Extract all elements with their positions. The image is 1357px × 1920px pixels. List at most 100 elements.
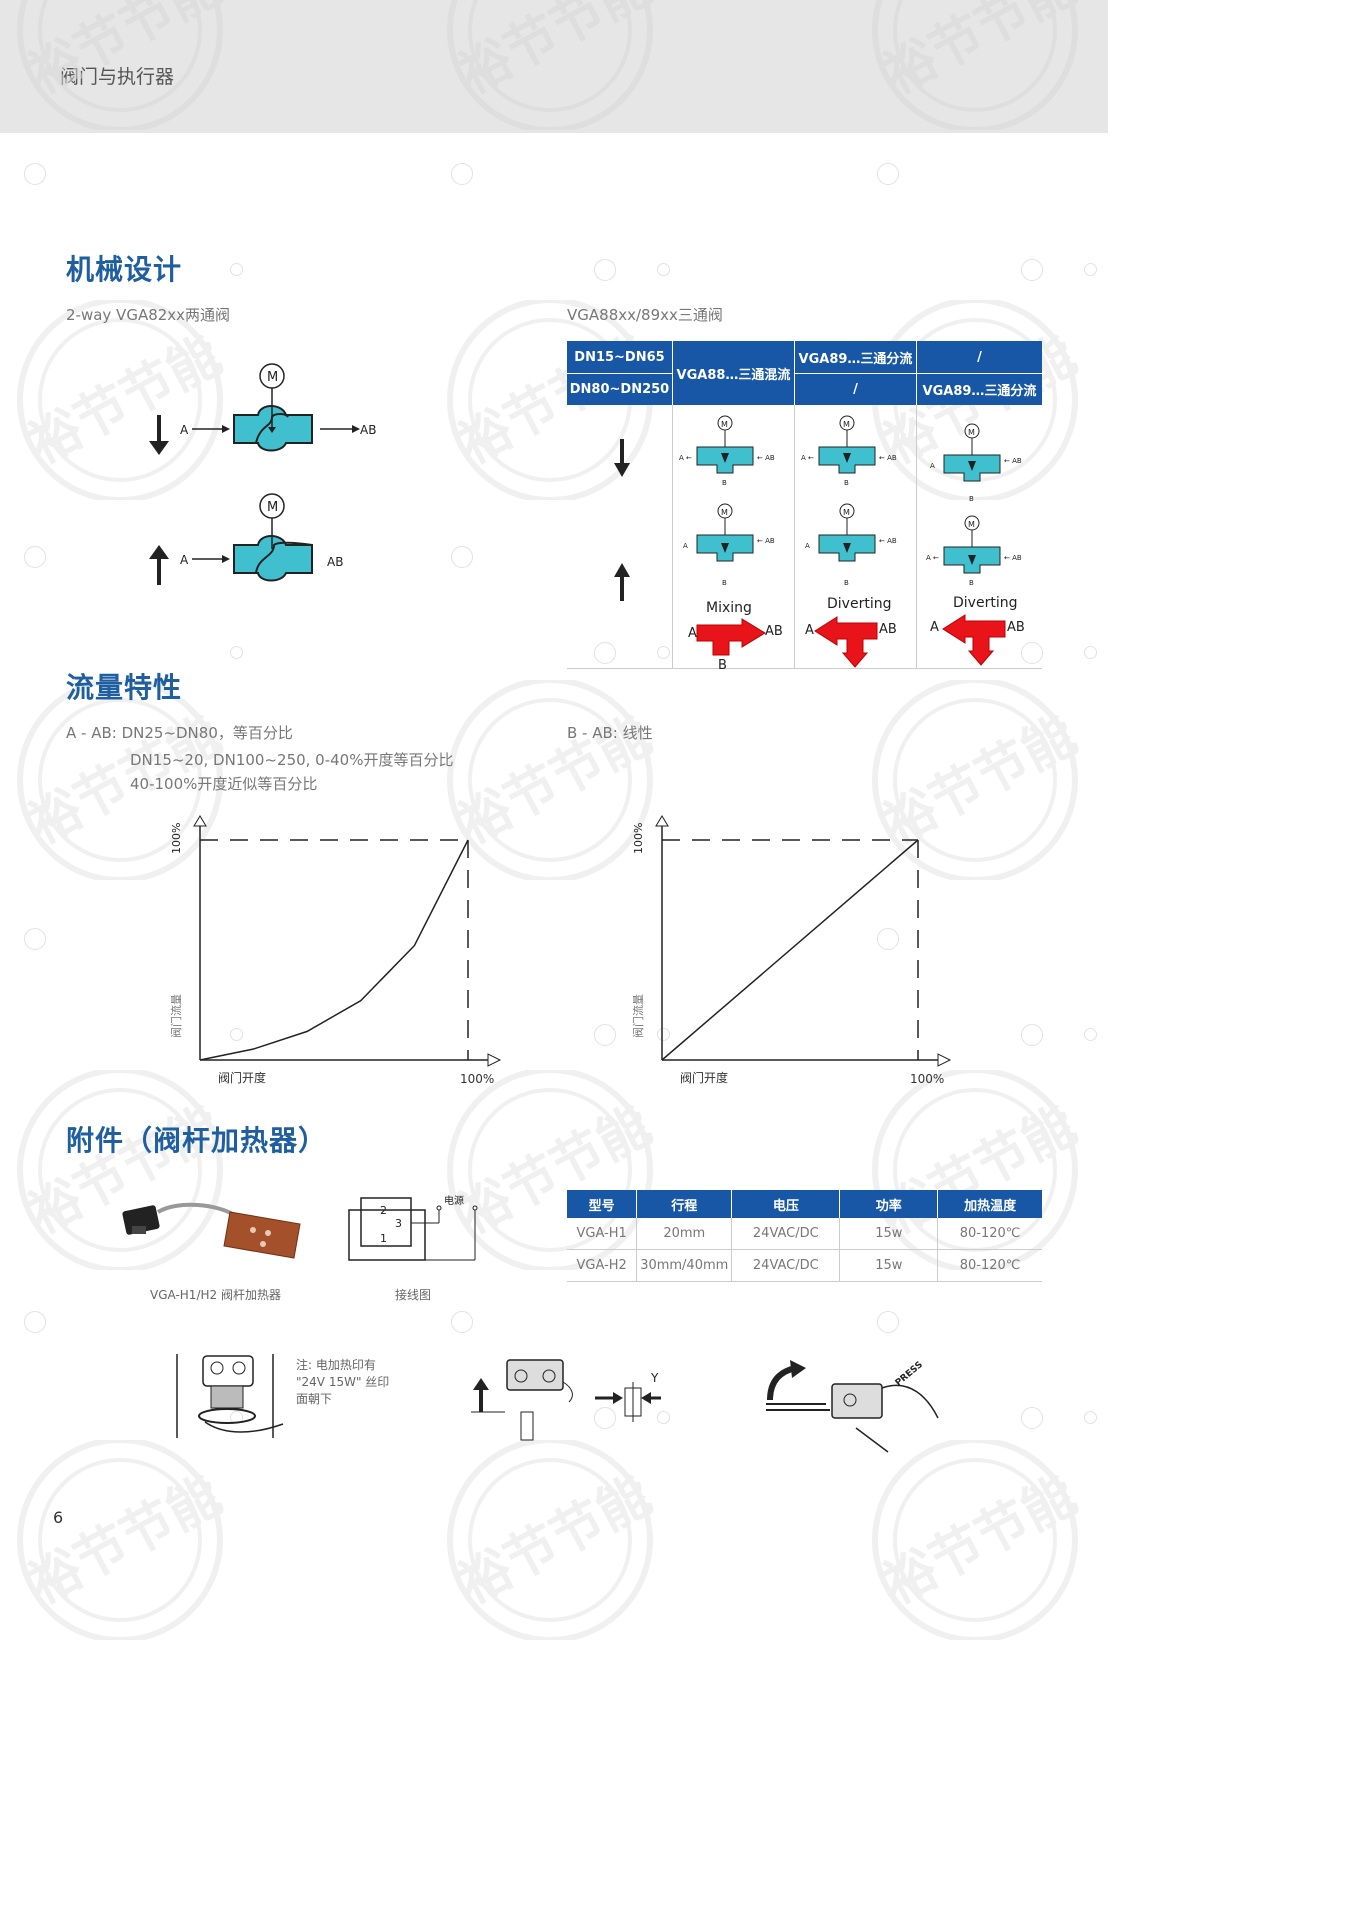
- x-axis-label: 阀门开度: [680, 1070, 728, 1085]
- svg-text:B: B: [969, 579, 974, 587]
- svg-text:AB: AB: [879, 622, 897, 637]
- decorative-dot: [657, 263, 670, 276]
- svg-text:B: B: [844, 479, 849, 487]
- cell-stroke: 20mm: [636, 1218, 733, 1250]
- x-axis-arrow-icon: [487, 1053, 502, 1067]
- svg-text:← AB: ← AB: [879, 537, 897, 545]
- svg-text:A ←: A ←: [926, 554, 939, 562]
- svg-text:AB: AB: [765, 624, 783, 639]
- svg-text:← AB: ← AB: [1004, 554, 1022, 562]
- svg-text:A: A: [805, 542, 810, 550]
- port-ab-label: AB: [327, 555, 343, 569]
- press-label: PRESS: [894, 1360, 925, 1388]
- flow-note-line1: A - AB: DN25~DN80，等百分比: [66, 724, 293, 742]
- header-last-bottom: VGA89…三通分流: [917, 373, 1042, 405]
- svg-text:M: M: [968, 428, 975, 437]
- install-note-line1: 注: 电加热印有: [296, 1358, 376, 1372]
- col-header-model: 型号: [567, 1190, 638, 1218]
- decorative-dot: [657, 1411, 670, 1424]
- decorative-dot: [877, 1311, 899, 1333]
- decorative-dot: [24, 163, 46, 185]
- cell-model: VGA-H2: [567, 1249, 638, 1282]
- header-last-top: /: [917, 341, 1042, 373]
- col-header-stroke: 行程: [636, 1190, 733, 1218]
- decorative-dot: [1021, 1407, 1043, 1429]
- mixing-flow-arrow: A AB B: [688, 618, 783, 669]
- three-way-valve-table: DN15~DN65 DN80~DN250 VGA88…三通混流 VGA89…三通…: [567, 341, 1042, 669]
- valve-closed-diagram: A M AB: [149, 363, 376, 455]
- install-note-line3: 面朝下: [296, 1392, 333, 1406]
- rotate-arrow-icon: [790, 1360, 806, 1378]
- svg-text:A: A: [930, 462, 935, 470]
- flow-note-line2: DN15~20, DN100~250, 0-40%开度等百分比: [130, 751, 454, 769]
- size-cell-dn15-dn65: DN15~DN65: [567, 341, 672, 373]
- cell-power: 15w: [839, 1218, 939, 1250]
- col-header-power: 功率: [839, 1190, 939, 1218]
- installation-step-2-image: Y: [471, 1359, 661, 1441]
- valve-open-diagram: A M AB: [149, 493, 343, 585]
- flow-note-linear: B - AB: 线性: [567, 724, 653, 742]
- cell-voltage: 24VAC/DC: [731, 1218, 841, 1250]
- svg-text:← AB: ← AB: [757, 537, 775, 545]
- decorative-dot: [230, 1028, 243, 1041]
- y-axis-arrow-icon: [655, 815, 669, 827]
- svg-text:A ←: A ←: [679, 454, 692, 462]
- svg-text:M: M: [721, 420, 728, 429]
- decorative-dot: [1084, 1028, 1097, 1041]
- decorative-dot: [1021, 1024, 1043, 1046]
- size-cell-dn80-dn250: DN80~DN250: [567, 373, 672, 405]
- heater-spec-table: 型号 行程 电压 功率 加热温度 VGA-H1 20mm 24VAC/DC 15…: [567, 1190, 1042, 1282]
- decorative-dot: [230, 646, 243, 659]
- three-way-subtitle: VGA88xx/89xx三通阀: [567, 306, 723, 324]
- flow-curve: [661, 839, 919, 1061]
- svg-text:M: M: [968, 520, 975, 529]
- diverting-flow-arrow: A AB B: [930, 614, 1025, 666]
- decorative-dot: [657, 646, 670, 659]
- port-a-label: A: [180, 423, 189, 437]
- flow-curve: [199, 839, 469, 1061]
- svg-text:← AB: ← AB: [879, 454, 897, 462]
- svg-text:裕节节能: 裕节节能: [19, 1465, 231, 1616]
- watermark-logo: 裕节节能: [17, 1440, 231, 1640]
- decorative-dot: [657, 1028, 670, 1041]
- header-diverting-bottom: /: [795, 373, 916, 405]
- cell-model: VGA-H1: [567, 1218, 638, 1250]
- wiring-caption: 接线图: [395, 1288, 432, 1302]
- decorative-dot: [24, 928, 46, 950]
- svg-text:M: M: [843, 508, 850, 517]
- arrow-down-icon: [149, 441, 169, 455]
- cell-stroke: 30mm/40mm: [636, 1249, 733, 1282]
- decorative-dot: [1021, 642, 1043, 664]
- svg-text:2: 2: [380, 1204, 387, 1217]
- svg-text:A: A: [930, 620, 939, 635]
- arrow-up-icon: [473, 1378, 489, 1390]
- table-row: VGA-H2 30mm/40mm 24VAC/DC 15w 80-120℃: [567, 1249, 1042, 1282]
- svg-text:A: A: [683, 542, 688, 550]
- cell-power: 15w: [839, 1249, 939, 1282]
- col-header-temp: 加热温度: [937, 1190, 1042, 1218]
- decorative-dot: [1084, 263, 1097, 276]
- decorative-dot: [1021, 259, 1043, 281]
- installation-step-3-image: PRESS: [766, 1360, 939, 1453]
- table-row: VGA-H1 20mm 24VAC/DC 15w 80-120℃: [567, 1218, 1042, 1250]
- port-a-label: A: [180, 553, 189, 567]
- header-diverting-top: VGA89…三通分流: [795, 341, 916, 373]
- decorative-dot: [594, 259, 616, 281]
- wiring-diagram: 2 3 1 电源: [348, 1194, 478, 1261]
- installation-step-1-image: [176, 1354, 284, 1438]
- two-way-subtitle: 2-way VGA82xx两通阀: [66, 306, 231, 324]
- svg-text:M: M: [721, 508, 728, 517]
- mixing-label: Mixing: [706, 600, 752, 616]
- col-header-voltage: 电压: [731, 1190, 841, 1218]
- watermark-logo: 裕节节能: [447, 1440, 661, 1640]
- svg-text:M: M: [843, 420, 850, 429]
- svg-text:← AB: ← AB: [1004, 457, 1022, 465]
- decorative-dot: [1084, 646, 1097, 659]
- svg-text:裕节节能: 裕节节能: [449, 1465, 661, 1616]
- page-number: 6: [53, 1508, 64, 1527]
- motor-label: M: [267, 370, 278, 385]
- arrow-down-icon: [614, 439, 630, 477]
- svg-text:B: B: [969, 495, 974, 503]
- svg-text:Y: Y: [650, 1371, 659, 1385]
